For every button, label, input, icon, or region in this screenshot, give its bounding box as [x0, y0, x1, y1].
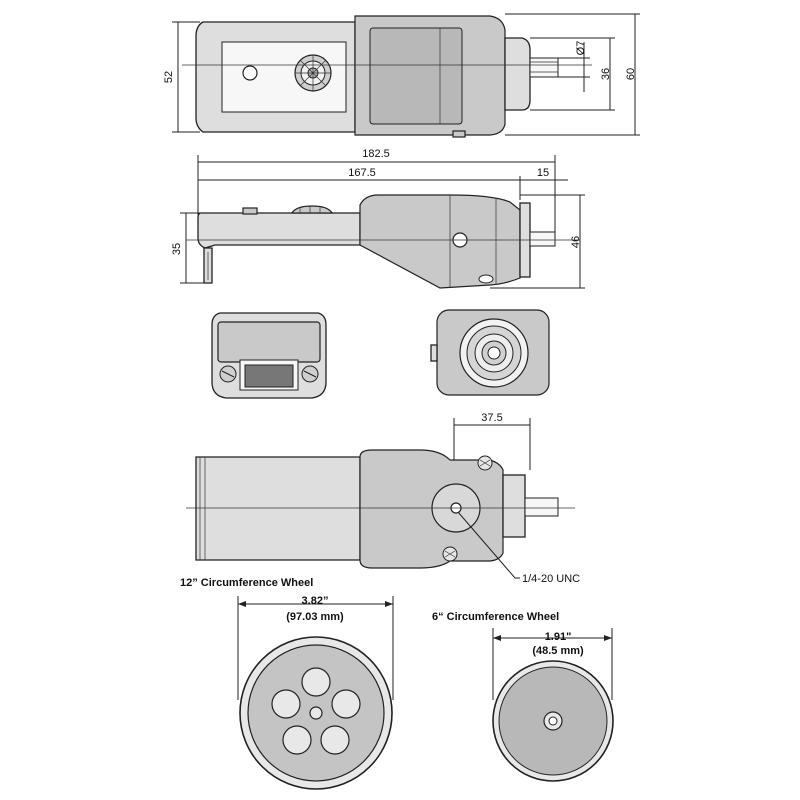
rear-end-view — [211, 312, 327, 399]
top-view-button-icon — [242, 65, 258, 81]
thread-label: 1/4-20 UNC — [522, 573, 580, 585]
side-view: 182.5 167.5 15 35 46 — [171, 148, 585, 289]
dim-rear-height-35: 35 — [171, 243, 183, 255]
dim-shaft-diameter-7: Ø7 — [575, 41, 587, 56]
bottom-view: 37.5 1/4-20 UNC — [186, 412, 580, 585]
small-wheel: 6“ Circumference Wheel 1.91" (48.5 mm) — [432, 611, 614, 782]
front-lens-icon — [459, 318, 529, 388]
side-view-knob-icon — [290, 205, 334, 214]
large-wheel: 12” Circumference Wheel 3.82” (97.03 mm) — [180, 577, 394, 790]
large-wheel-diameter-in: 3.82” — [302, 595, 329, 607]
dim-shaft-offset-36: 36 — [600, 68, 612, 80]
dim-front-height-46: 46 — [570, 236, 582, 248]
dim-shaft-length-15: 15 — [537, 167, 549, 179]
top-view: 52 60 36 Ø7 — [163, 13, 640, 138]
front-end-view — [430, 309, 550, 396]
small-wheel-caption: 6“ Circumference Wheel — [432, 611, 559, 623]
rear-screw-right-icon — [301, 365, 319, 383]
dim-mount-offset-37-5: 37.5 — [481, 412, 502, 424]
bottom-screw-bottom-icon — [442, 546, 458, 562]
dim-height-52: 52 — [163, 71, 175, 83]
large-wheel-diameter-mm: (97.03 mm) — [286, 611, 344, 623]
bottom-screw-top-icon — [477, 455, 493, 471]
rear-screw-left-icon — [219, 365, 237, 383]
large-wheel-caption: 12” Circumference Wheel — [180, 577, 313, 589]
small-wheel-diameter-in: 1.91" — [545, 631, 572, 643]
small-wheel-diameter-mm: (48.5 mm) — [532, 645, 584, 657]
dim-overall-height-60: 60 — [625, 68, 637, 80]
top-view-keypad-icon — [294, 54, 332, 92]
dim-length-182-5: 182.5 — [362, 148, 390, 160]
dim-length-167-5: 167.5 — [348, 167, 376, 179]
